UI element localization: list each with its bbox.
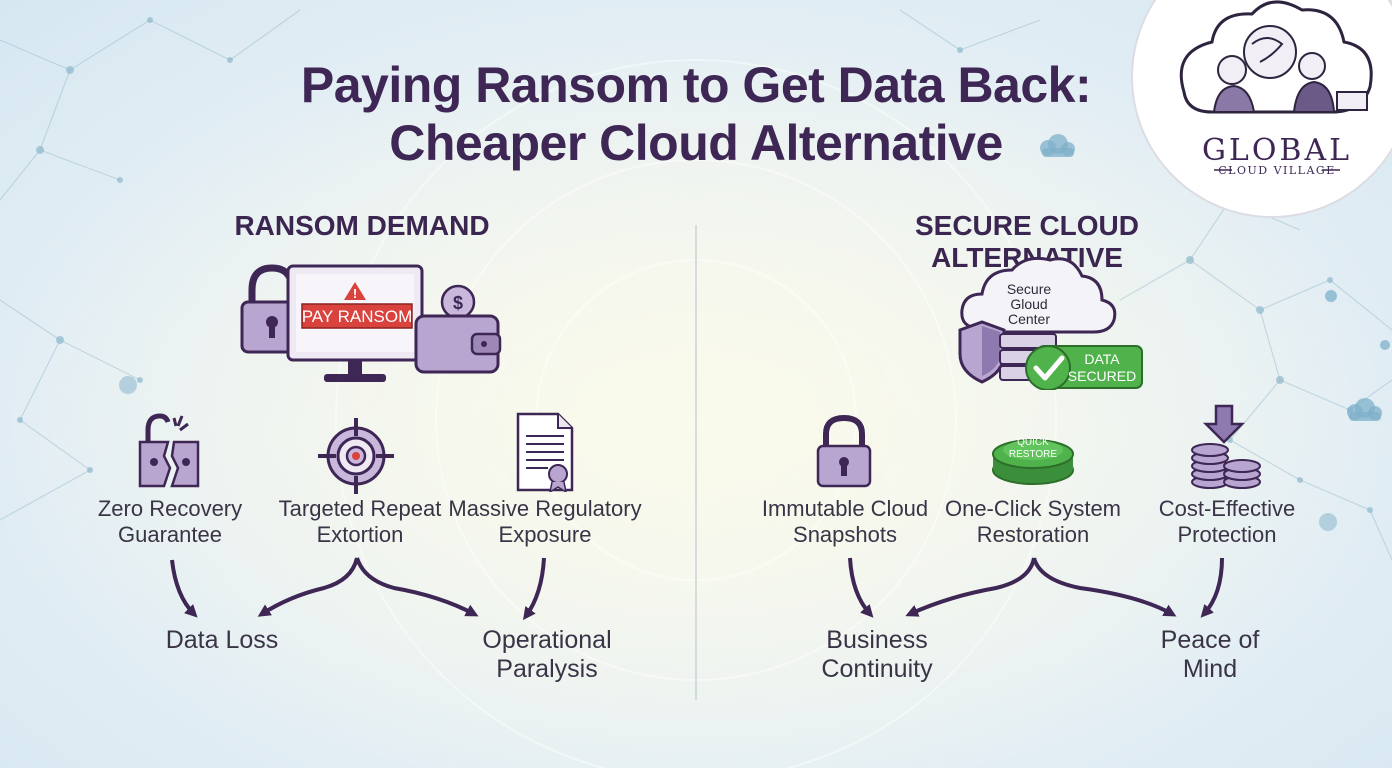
arrow-restoration-to-continuity <box>905 557 1036 617</box>
target-icon <box>318 418 394 494</box>
data-secured-badge: DATA SECURED <box>1025 345 1143 390</box>
factor-label-line-1: Immutable Cloud <box>761 496 929 521</box>
page-title-line-2: Cheaper Cloud Alternative <box>389 115 1003 171</box>
outcome-label-line-1: Business <box>826 626 928 654</box>
secure-cloud-alternative-heading: SECURE CLOUD ALTERNATIVE <box>914 210 1139 273</box>
factor-cost-effective-protection: Cost-Effective Protection <box>1140 496 1314 548</box>
factor-label-line-2: Guarantee <box>118 522 222 547</box>
button-text-line-1: QUICK <box>1017 437 1049 448</box>
coins-icon <box>1191 404 1261 489</box>
outcome-label-line-1: Peace of <box>1160 626 1260 654</box>
padlock-icon <box>816 414 872 488</box>
warning-icon <box>344 282 366 300</box>
outcome-business-continuity: Business Continuity <box>780 626 974 684</box>
global-cloud-village-logo: GLOBAL CLOUD VILLAGE <box>1122 0 1392 220</box>
arrow-snapshots-to-continuity <box>848 557 874 618</box>
factor-massive-regulatory-exposure: Massive Regulatory Exposure <box>440 496 650 548</box>
arrow-extortion-to-paralysis <box>355 557 479 617</box>
factor-label-line-2: Restoration <box>976 522 1090 547</box>
broken-lock-icon <box>138 413 200 488</box>
logo-tagline: CLOUD VILLAGE <box>1218 164 1336 177</box>
arrow-guarantee-to-data-loss <box>170 559 198 618</box>
cloud-text-line-1: Secure <box>1007 281 1052 297</box>
factor-label-line-1: Cost-Effective <box>1158 496 1296 521</box>
wallet-icon: $ <box>414 284 502 374</box>
secure-cloud-illustration: Secure Gloud Center DATA SECURED <box>958 256 1143 390</box>
ransom-demand-heading: RANSOM DEMAND <box>234 210 490 241</box>
svg-text:$: $ <box>453 293 463 313</box>
factor-zero-recovery-guarantee: Zero Recovery Guarantee <box>80 496 260 548</box>
ransom-illustration: ! PAY RANSOM $ <box>240 264 502 382</box>
page-title-line-1: Paying Ransom to Get Data Back: <box>300 57 1092 113</box>
factor-label-line-2: Snapshots <box>793 522 897 547</box>
outcome-label-line-2: Continuity <box>821 655 933 683</box>
badge-text-line-2: SECURED <box>1068 368 1136 384</box>
factor-label-line-1: One-Click System <box>944 496 1122 521</box>
factor-label-line-1: Targeted Repeat <box>278 496 442 521</box>
button-text-line-2: RESTORE <box>1009 449 1057 460</box>
outcome-label-line-2: Paralysis <box>496 655 598 683</box>
factor-label-line-2: Exposure <box>498 522 592 547</box>
monitor-icon: ! PAY RANSOM <box>286 264 424 382</box>
factor-label-line-2: Extortion <box>316 522 404 547</box>
outcome-peace-of-mind: Peace of Mind <box>1120 626 1300 684</box>
arrow-extortion-to-data-loss <box>257 557 359 617</box>
outcome-operational-paralysis: Operational Paralysis <box>450 626 644 684</box>
badge-text-line-1: DATA <box>1084 351 1120 367</box>
arrow-restoration-to-peace <box>1032 557 1177 617</box>
outcome-label-line-2: Mind <box>1182 655 1238 683</box>
arrow-exposure-to-paralysis <box>522 557 546 621</box>
logo-emblem: GLOBAL CLOUD VILLAGE <box>1131 0 1392 218</box>
cloud-text-line-3: Center <box>1008 311 1050 327</box>
cloud-icon: Secure Gloud Center <box>960 256 1117 334</box>
factor-label-line-1: Massive Regulatory <box>448 496 642 521</box>
quick-restore-button-icon: QUICK RESTORE <box>992 437 1074 485</box>
outcome-label-line-1: Operational <box>482 626 612 654</box>
outcome-data-loss: Data Loss <box>130 626 314 655</box>
factor-targeted-repeat-extortion: Targeted Repeat Extortion <box>270 496 450 548</box>
document-icon <box>516 412 574 492</box>
checkmark-icon <box>1033 355 1065 381</box>
outcome-label-line-1: Data Loss <box>165 626 279 654</box>
logo-name: GLOBAL <box>1202 133 1352 168</box>
pay-ransom-text: PAY RANSOM <box>302 307 413 326</box>
factor-label-line-2: Protection <box>1177 522 1277 547</box>
arrow-protection-to-peace <box>1200 557 1224 618</box>
factor-one-click-system-restoration: One-Click System Restoration <box>938 496 1128 548</box>
factor-immutable-cloud-snapshots: Immutable Cloud Snapshots <box>750 496 940 548</box>
down-arrow-icon <box>1202 404 1246 444</box>
cloud-text-line-2: Gloud <box>1010 296 1047 312</box>
svg-text:!: ! <box>353 286 357 301</box>
factor-label-line-1: Zero Recovery <box>97 496 243 521</box>
